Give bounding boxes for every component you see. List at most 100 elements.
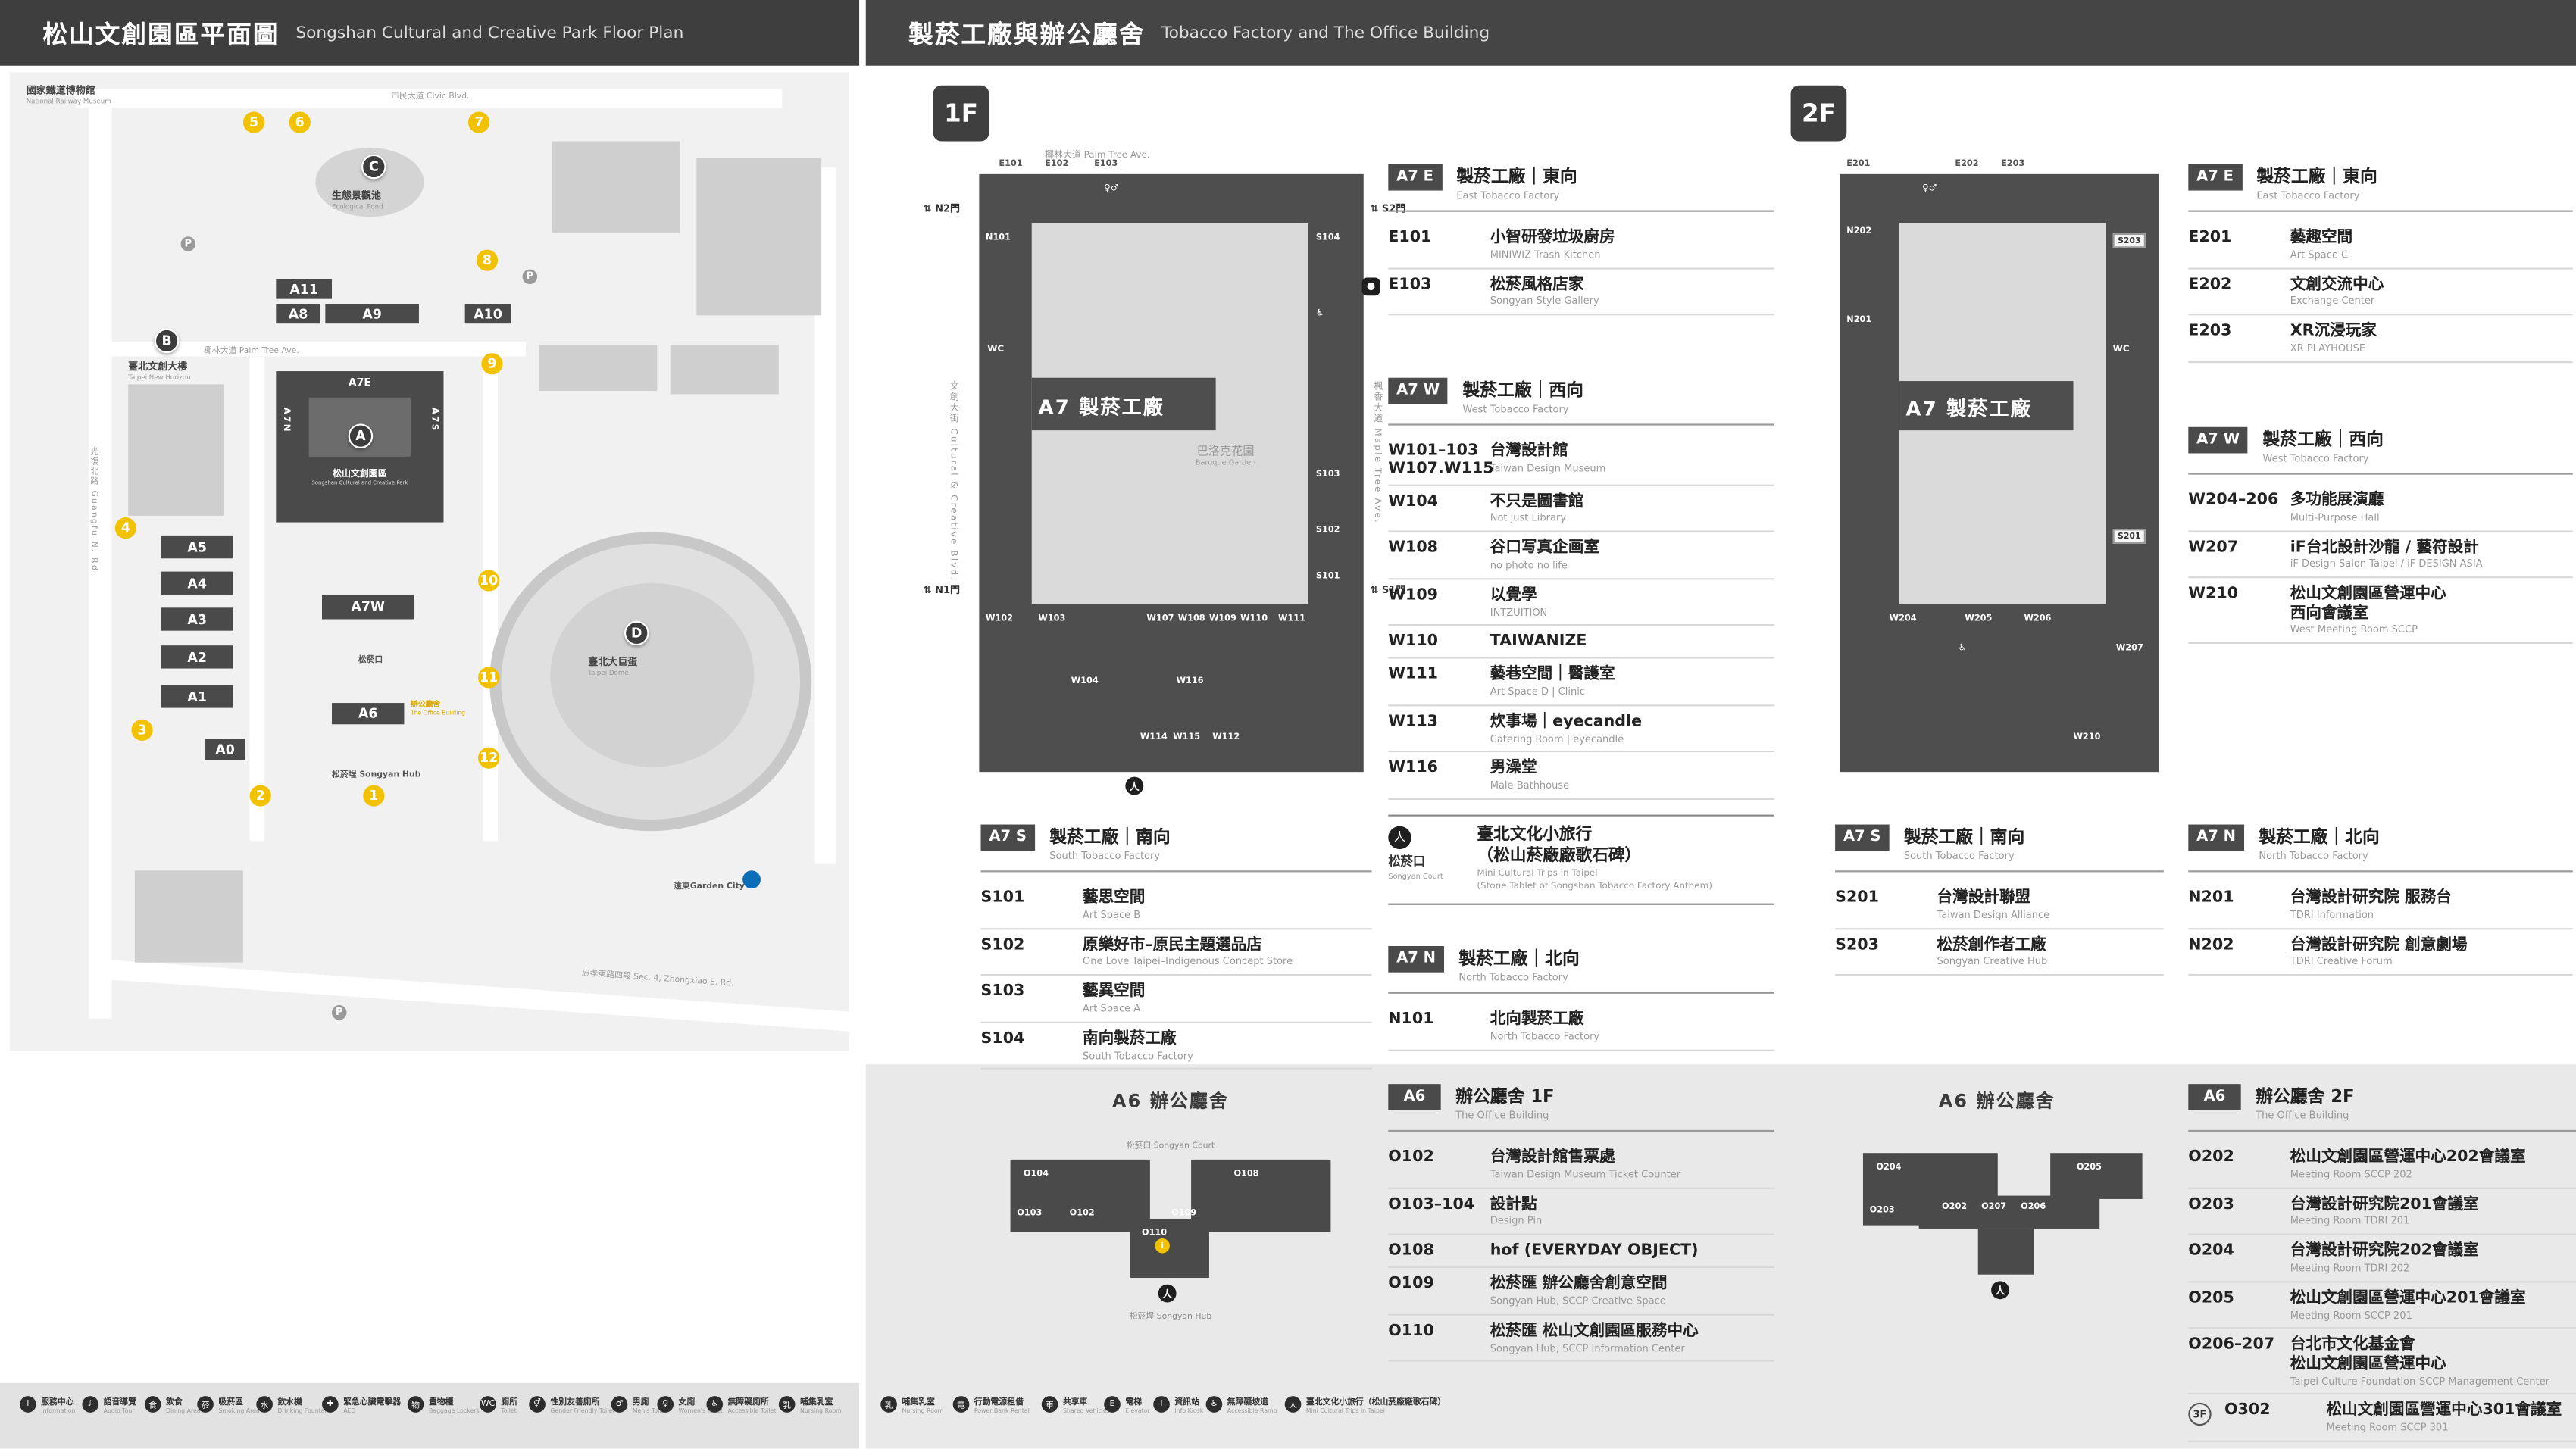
room-label[interactable]: O207 bbox=[1981, 1202, 2007, 1213]
room-label[interactable]: W103 bbox=[1038, 614, 1066, 624]
entrance-number-marker[interactable]: 10 bbox=[478, 570, 500, 592]
room-row[interactable]: W113 炊事場｜eyecandle Catering Room | eyeca… bbox=[1388, 706, 1774, 753]
room-row[interactable]: S104 南向製菸工廠 South Tobacco Factory bbox=[980, 1023, 1372, 1070]
room-row[interactable]: S102 原樂好市–原民主題選品店 One Love Taipei–Indige… bbox=[980, 929, 1372, 976]
entrance-number-marker[interactable]: 5 bbox=[242, 111, 265, 133]
room-label-box[interactable]: S201 bbox=[2112, 529, 2146, 544]
room-row[interactable]: E101 小智研發垃圾廚房 MINIWIZ Trash Kitchen bbox=[1388, 222, 1774, 269]
room-label[interactable]: W115 bbox=[1173, 732, 1201, 743]
room-row[interactable]: S103 藝異空間 Art Space A bbox=[980, 976, 1372, 1023]
room-label[interactable]: W107 bbox=[1146, 614, 1174, 624]
map-building-block[interactable]: A0 bbox=[205, 739, 245, 760]
room-label-box[interactable]: S203 bbox=[2112, 233, 2146, 248]
room-row[interactable]: S101 藝思空間 Art Space B bbox=[980, 882, 1372, 929]
room-label[interactable]: W111 bbox=[1278, 614, 1305, 624]
map-building-block[interactable]: A8 bbox=[276, 304, 320, 324]
room-row[interactable]: W104 不只是圖書館 Not just Library bbox=[1388, 486, 1774, 532]
room-label[interactable]: O103 bbox=[1017, 1208, 1043, 1219]
room-label[interactable]: W116 bbox=[1176, 676, 1204, 687]
room-row[interactable]: N201 台灣設計研究院 服務台 TDRI Information bbox=[2188, 882, 2573, 929]
room-label[interactable]: O204 bbox=[1876, 1163, 1902, 1173]
entrance-number-marker[interactable]: 12 bbox=[478, 747, 500, 769]
room-row[interactable]: O108 hof (EVERYDAY OBJECT) bbox=[1388, 1235, 1774, 1269]
room-row[interactable]: N101 北向製菸工廠 North Tobacco Factory bbox=[1388, 1004, 1774, 1051]
entrance-number-marker[interactable]: 9 bbox=[481, 353, 503, 375]
room-label[interactable]: N201 bbox=[1846, 315, 1872, 326]
room-row[interactable]: S203 松菸創作者工廠 Songyan Creative Hub bbox=[1835, 929, 2164, 976]
entrance-number-marker[interactable]: 1 bbox=[363, 785, 385, 807]
room-row[interactable]: W207 iF台北設計沙龍 / 藝符設計 iF Design Salon Tai… bbox=[2188, 532, 2573, 579]
room-row[interactable]: O204 台灣設計研究院202會議室 Meeting Room TDRI 202 bbox=[2188, 1235, 2576, 1282]
room-row[interactable]: O109 松菸匯 辦公廳舍創意空間 Songyan Hub, SCCP Crea… bbox=[1388, 1268, 1774, 1316]
room-label[interactable]: O206 bbox=[2021, 1202, 2046, 1213]
room-row[interactable]: W101–103 W107.W115 台灣設計館 Taiwan Design M… bbox=[1388, 436, 1774, 486]
room-label[interactable]: O205 bbox=[2076, 1163, 2102, 1173]
room-label[interactable]: S104 bbox=[1315, 233, 1340, 243]
room-row[interactable]: ● E103 松菸風格店家 Songyan Style Gallery bbox=[1361, 269, 1774, 316]
room-row[interactable]: E203 XR沉浸玩家 XR PLAYHOUSE bbox=[2188, 316, 2573, 363]
room-label[interactable]: O104 bbox=[1023, 1169, 1049, 1179]
map-building-block[interactable]: A3 bbox=[161, 607, 233, 631]
entrance-number-marker[interactable]: 11 bbox=[478, 667, 500, 689]
room-row[interactable]: S201 台灣設計聯盟 Taiwan Design Alliance bbox=[1835, 882, 2164, 929]
room-label[interactable]: W109 bbox=[1208, 614, 1236, 624]
room-label[interactable]: W210 bbox=[2073, 732, 2101, 743]
room-label[interactable]: O110 bbox=[1142, 1228, 1168, 1238]
map-building-block[interactable]: A11 bbox=[276, 279, 333, 299]
room-row[interactable]: O203 台灣設計研究院201會議室 Meeting Room TDRI 201 bbox=[2188, 1188, 2576, 1235]
map-building-block[interactable]: A5 bbox=[161, 535, 233, 559]
room-row[interactable]: E201 藝趣空間 Art Space C bbox=[2188, 222, 2573, 269]
room-label[interactable]: E103 bbox=[1094, 159, 1118, 170]
map-building-block[interactable]: A1 bbox=[161, 685, 233, 708]
map-letter-pin[interactable]: B bbox=[154, 328, 180, 354]
room-row[interactable]: O202 松山文創園區營運中心202會議室 Meeting Room SCCP … bbox=[2188, 1141, 2576, 1189]
room-row[interactable]: O205 松山文創園區營運中心201會議室 Meeting Room SCCP … bbox=[2188, 1282, 2576, 1329]
room-label[interactable]: O108 bbox=[1233, 1169, 1259, 1179]
room-row[interactable]: E202 文創交流中心 Exchange Center bbox=[2188, 269, 2573, 316]
map-building-block[interactable]: A4 bbox=[161, 571, 233, 595]
map-building-block[interactable]: A9 bbox=[325, 304, 419, 324]
map-letter-pin[interactable]: C bbox=[361, 154, 386, 180]
room-label[interactable]: W114 bbox=[1140, 732, 1168, 743]
room-row[interactable]: N202 台灣設計研究院 創意劇場 TDRI Creative Forum bbox=[2188, 929, 2573, 976]
room-row[interactable]: W116 男澡堂 Male Bathhouse bbox=[1388, 753, 1774, 800]
room-row[interactable]: W210 松山文創園區營運中心 西向會議室 West Meeting Room … bbox=[2188, 579, 2573, 645]
room-label[interactable]: E102 bbox=[1045, 159, 1069, 170]
room-row[interactable]: W204–206 多功能展演廳 Multi-Purpose Hall bbox=[2188, 485, 2573, 532]
room-row[interactable]: O110 松菸匯 松山文創園區服務中心 Songyan Hub, SCCP In… bbox=[1388, 1315, 1774, 1363]
room-label[interactable]: W207 bbox=[2115, 644, 2143, 654]
room-label[interactable]: W206 bbox=[2024, 614, 2052, 624]
room-label[interactable]: S102 bbox=[1315, 525, 1340, 536]
room-label[interactable]: N202 bbox=[1846, 226, 1872, 237]
map-building-block[interactable]: A2 bbox=[161, 645, 233, 669]
room-label[interactable]: W112 bbox=[1212, 732, 1240, 743]
room-row[interactable]: O102 台灣設計館售票處 Taiwan Design Museum Ticke… bbox=[1388, 1141, 1774, 1189]
map-building-block[interactable]: A7W bbox=[322, 594, 414, 620]
map-building-block[interactable]: A6 bbox=[332, 703, 405, 725]
room-row[interactable]: W108 谷口写真企画室 no photo no life bbox=[1388, 532, 1774, 579]
entrance-number-marker[interactable]: 3 bbox=[131, 719, 153, 741]
room-row[interactable]: W109 以覺學 INTZUITION bbox=[1388, 579, 1774, 626]
room-label[interactable]: O202 bbox=[1942, 1202, 1968, 1213]
map-building-block[interactable]: A10 bbox=[464, 304, 511, 324]
room-row[interactable]: W110 TAIWANIZE bbox=[1388, 626, 1774, 659]
room-label[interactable]: O203 bbox=[1869, 1205, 1895, 1216]
room-label[interactable]: W205 bbox=[1965, 614, 1993, 624]
room-label[interactable]: E101 bbox=[999, 159, 1023, 170]
room-label[interactable]: E202 bbox=[1955, 159, 1979, 170]
entrance-number-marker[interactable]: 6 bbox=[289, 111, 311, 133]
map-letter-pin[interactable]: D bbox=[624, 620, 649, 646]
room-label[interactable]: W204 bbox=[1889, 614, 1917, 624]
room-row[interactable]: O206–207 台北市文化基金會 松山文創園區營運中心 Taipei Cult… bbox=[2188, 1329, 2576, 1395]
room-label[interactable]: N101 bbox=[986, 233, 1011, 243]
room-label[interactable]: W102 bbox=[986, 614, 1013, 624]
map-letter-pin[interactable]: A bbox=[348, 423, 374, 448]
room-label[interactable]: W110 bbox=[1240, 614, 1268, 624]
room-label[interactable]: O102 bbox=[1069, 1208, 1095, 1219]
room-label[interactable]: O109 bbox=[1171, 1208, 1197, 1219]
entrance-number-marker[interactable]: 8 bbox=[476, 249, 499, 271]
room-label[interactable]: S101 bbox=[1315, 571, 1340, 582]
room-label[interactable]: W104 bbox=[1071, 676, 1099, 687]
entrance-number-marker[interactable]: 7 bbox=[467, 111, 490, 133]
room-row[interactable]: W111 藝巷空間｜醫護室 Art Space D | Clinic bbox=[1388, 659, 1774, 706]
